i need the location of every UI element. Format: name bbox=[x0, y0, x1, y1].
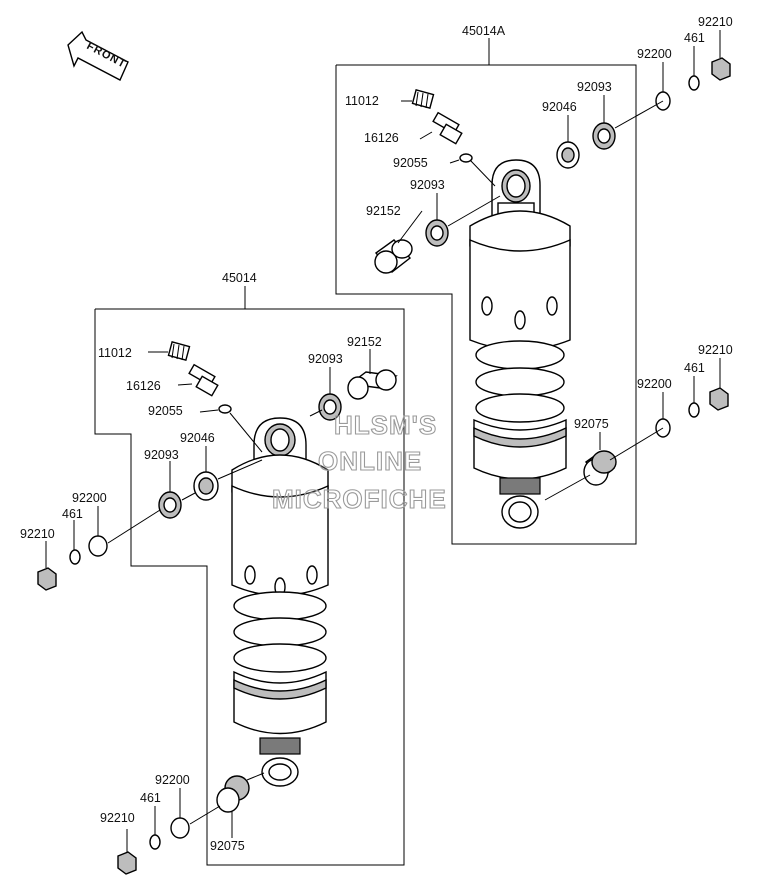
front-callout-labels: 11012 16126 92055 92093 92152 92046 9209… bbox=[20, 335, 382, 853]
front-lower-collar bbox=[216, 775, 250, 813]
rear-label-lock-washer: 461 bbox=[684, 31, 705, 45]
rear-seal-lower bbox=[425, 219, 449, 247]
front-label-lower-cap-nut: 92210 bbox=[100, 811, 135, 825]
rear-lower-collar bbox=[583, 450, 617, 486]
rear-label-grease-cap: 11012 bbox=[345, 94, 379, 108]
rear-o-ring bbox=[459, 153, 473, 163]
front-lower-lock-washer bbox=[149, 834, 161, 850]
watermark-line-1: HLSM'S bbox=[334, 410, 437, 440]
rear-callout-labels: 11012 16126 92055 92093 92152 92046 9209… bbox=[345, 15, 733, 431]
front-label-lower-collar: 92075 bbox=[210, 839, 245, 853]
front-collar bbox=[347, 369, 398, 400]
front-lock-washer bbox=[69, 549, 81, 565]
rear-shock-absorber bbox=[469, 159, 571, 529]
front-label-o-ring: 92055 bbox=[148, 404, 183, 418]
front-flat-washer bbox=[88, 535, 108, 557]
front-label-seal-upper: 92093 bbox=[308, 352, 343, 366]
rear-label-seal: 92093 bbox=[410, 178, 445, 192]
rear-lower-lock-washer bbox=[688, 402, 700, 418]
rear-seal-upper bbox=[592, 122, 616, 150]
rear-unit-part-number: 45014A bbox=[462, 24, 506, 38]
rear-small-parts bbox=[374, 57, 731, 486]
front-lower-cap-nut bbox=[117, 851, 137, 875]
rear-label-fitting: 16126 bbox=[364, 131, 399, 145]
front-small-parts bbox=[37, 341, 398, 875]
watermark-line-3: MICROFICHE bbox=[272, 484, 447, 514]
rear-collar bbox=[374, 239, 413, 274]
rear-label-lower-collar: 92075 bbox=[574, 417, 609, 431]
front-arrow: FRONT bbox=[67, 30, 129, 81]
rear-unit-boundary bbox=[335, 38, 637, 545]
front-unit-part-number: 45014 bbox=[222, 271, 257, 285]
rear-label-collar: 92152 bbox=[366, 204, 401, 218]
rear-label-o-ring: 92055 bbox=[393, 156, 428, 170]
front-label-flat-washer: 92200 bbox=[72, 491, 107, 505]
rear-label-lower-cap-nut: 92210 bbox=[698, 343, 733, 357]
rear-label-seal-upper: 92093 bbox=[577, 80, 612, 94]
front-label-lock-washer: 461 bbox=[62, 507, 83, 521]
rear-fitting bbox=[432, 111, 463, 145]
rear-label-flat-washer: 92200 bbox=[637, 47, 672, 61]
front-leader-lines bbox=[45, 349, 371, 852]
front-label-cap-nut: 92210 bbox=[20, 527, 55, 541]
front-grease-cap bbox=[167, 341, 191, 361]
front-label-grease-cap: 11012 bbox=[98, 346, 132, 360]
rear-grease-cap bbox=[411, 89, 435, 109]
front-fitting bbox=[188, 363, 219, 397]
watermark: HLSM'S ONLINE MICROFICHE bbox=[271, 409, 447, 514]
front-shock-absorber bbox=[231, 417, 329, 787]
rear-label-lower-lock-washer: 461 bbox=[684, 361, 705, 375]
front-label-seal: 92093 bbox=[144, 448, 179, 462]
front-label-lower-flat-washer: 92200 bbox=[155, 773, 190, 787]
front-label-collar: 92152 bbox=[347, 335, 382, 349]
rear-label-lower-flat-washer: 92200 bbox=[637, 377, 672, 391]
rear-lower-cap-nut bbox=[709, 387, 729, 411]
front-label-lower-lock-washer: 461 bbox=[140, 791, 161, 805]
rear-lock-washer bbox=[688, 75, 700, 91]
rear-leader-lines bbox=[397, 30, 721, 501]
front-cap-nut bbox=[37, 567, 57, 591]
front-lower-flat-washer bbox=[170, 817, 190, 839]
rear-cap-nut bbox=[711, 57, 731, 81]
front-unit-boundary bbox=[94, 286, 405, 866]
watermark-line-2: ONLINE bbox=[318, 446, 422, 476]
front-o-ring bbox=[218, 404, 232, 414]
front-label-fitting: 16126 bbox=[126, 379, 161, 393]
front-bearing bbox=[193, 471, 219, 501]
front-seal bbox=[158, 491, 182, 519]
rear-label-bearing: 92046 bbox=[542, 100, 577, 114]
rear-bearing bbox=[556, 141, 580, 169]
front-label-bearing: 92046 bbox=[180, 431, 215, 445]
rear-label-cap-nut: 92210 bbox=[698, 15, 733, 29]
